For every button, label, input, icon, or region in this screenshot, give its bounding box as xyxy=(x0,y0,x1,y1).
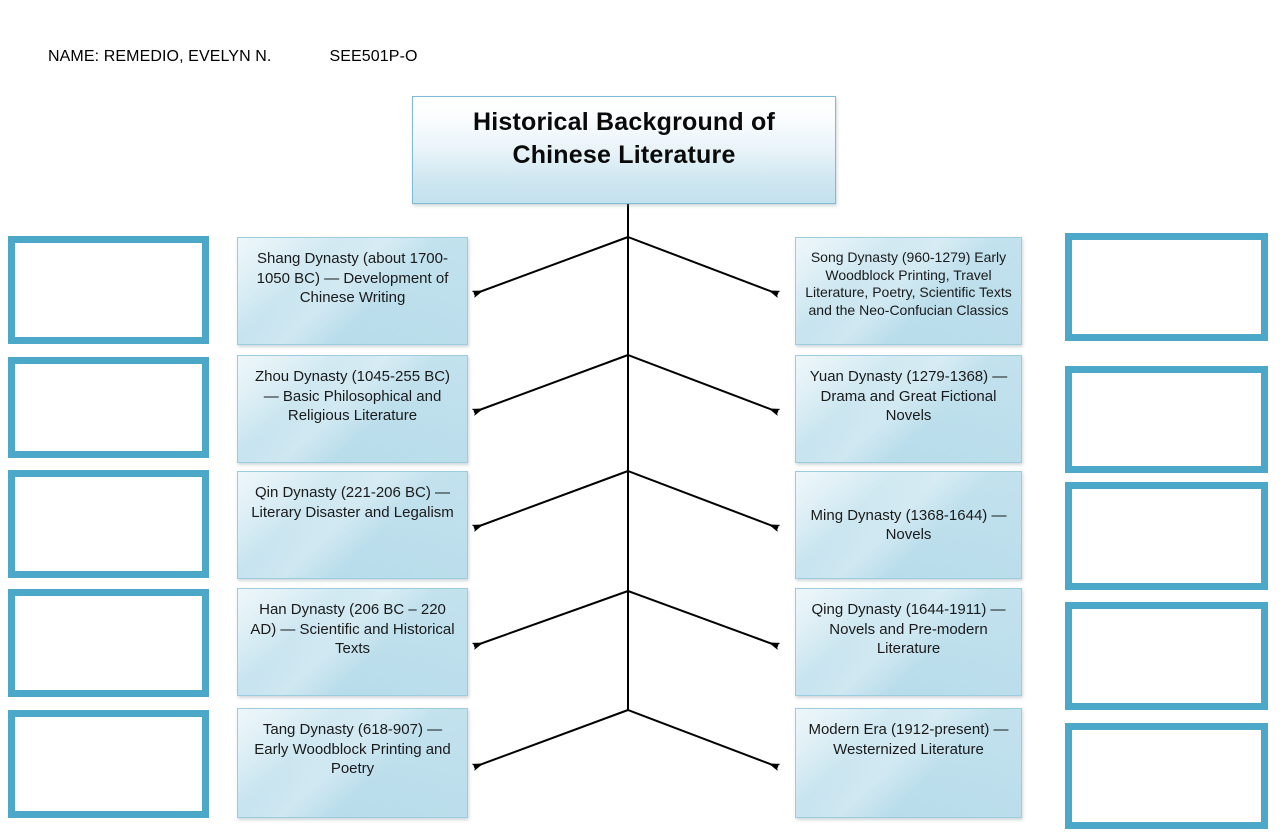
node-text: Ming Dynasty (1368-1644) — Novels xyxy=(810,506,1007,544)
node-qing-dynasty: Qing Dynasty (1644-1911) — Novels and Pr… xyxy=(795,588,1022,696)
node-text: Qin Dynasty (221-206 BC) — Literary Disa… xyxy=(251,484,454,521)
node-text: Shang Dynasty (about 1700-1050 BC) — Dev… xyxy=(256,250,449,306)
node-yuan-dynasty: Yuan Dynasty (1279-1368) — Drama and Gre… xyxy=(795,355,1022,463)
node-tang-dynasty: Tang Dynasty (618-907) — Early Woodblock… xyxy=(237,708,468,818)
branch-right-2 xyxy=(627,354,781,416)
blank-box-left-4[interactable] xyxy=(8,589,209,697)
node-text: Qing Dynasty (1644-1911) — Novels and Pr… xyxy=(811,601,1006,657)
title-line-2: Chinese Literature xyxy=(512,141,736,170)
blank-box-inner[interactable] xyxy=(13,594,204,692)
blank-box-left-1[interactable] xyxy=(8,236,209,344)
blank-box-inner[interactable] xyxy=(1070,607,1263,705)
node-text: Song Dynasty (960-1279) Early Woodblock … xyxy=(805,249,1012,318)
node-qin-dynasty: Qin Dynasty (221-206 BC) — Literary Disa… xyxy=(237,471,468,579)
node-text: Modern Era (1912-present) — Westernized … xyxy=(808,721,1009,758)
branch-left-1 xyxy=(471,236,629,298)
blank-box-right-1[interactable] xyxy=(1065,233,1268,341)
node-modern-era: Modern Era (1912-present) — Westernized … xyxy=(795,708,1022,818)
node-ming-dynasty: Ming Dynasty (1368-1644) — Novels xyxy=(795,471,1022,579)
blank-box-left-3[interactable] xyxy=(8,470,209,578)
blank-box-inner[interactable] xyxy=(13,475,204,573)
title-line-1: Historical Background of xyxy=(472,108,776,136)
node-shang-dynasty: Shang Dynasty (about 1700-1050 BC) — Dev… xyxy=(237,237,468,345)
node-text: Yuan Dynasty (1279-1368) — Drama and Gre… xyxy=(809,368,1008,424)
title-text: Historical Background of Chinese Literat… xyxy=(413,106,835,173)
node-text: Han Dynasty (206 BC – 220 AD) — Scientif… xyxy=(250,601,455,657)
course-code: SEE501P-O xyxy=(329,48,418,65)
blank-box-inner[interactable] xyxy=(13,362,204,453)
node-han-dynasty: Han Dynasty (206 BC – 220 AD) — Scientif… xyxy=(237,588,468,696)
node-text: Zhou Dynasty (1045-255 BC) — Basic Philo… xyxy=(254,368,451,424)
branch-left-5 xyxy=(471,709,629,771)
branch-left-2 xyxy=(471,354,629,416)
blank-box-right-5[interactable] xyxy=(1065,723,1268,829)
blank-box-right-2[interactable] xyxy=(1065,366,1268,473)
blank-box-left-2[interactable] xyxy=(8,357,209,458)
branch-right-5 xyxy=(627,709,781,771)
node-song-dynasty: Song Dynasty (960-1279) Early Woodblock … xyxy=(795,237,1022,345)
blank-box-inner[interactable] xyxy=(13,715,204,813)
blank-box-inner[interactable] xyxy=(1070,728,1263,824)
node-text: Tang Dynasty (618-907) — Early Woodblock… xyxy=(254,721,451,777)
blank-box-inner[interactable] xyxy=(1070,238,1263,336)
blank-box-left-5[interactable] xyxy=(8,710,209,818)
branch-left-4 xyxy=(471,590,629,650)
branch-right-1 xyxy=(627,236,781,298)
blank-box-right-4[interactable] xyxy=(1065,602,1268,710)
branch-right-4 xyxy=(627,590,781,650)
title-box: Historical Background of Chinese Literat… xyxy=(412,96,836,204)
student-name: NAME: REMEDIO, EVELYN N. xyxy=(48,48,272,65)
branch-left-3 xyxy=(471,470,629,532)
branch-right-3 xyxy=(627,470,781,532)
blank-box-right-3[interactable] xyxy=(1065,482,1268,590)
header-info: NAME: REMEDIO, EVELYN N. SEE501P-O xyxy=(48,48,418,66)
blank-box-inner[interactable] xyxy=(1070,371,1263,468)
blank-box-inner[interactable] xyxy=(1070,487,1263,585)
blank-box-inner[interactable] xyxy=(13,241,204,339)
node-zhou-dynasty: Zhou Dynasty (1045-255 BC) — Basic Philo… xyxy=(237,355,468,463)
